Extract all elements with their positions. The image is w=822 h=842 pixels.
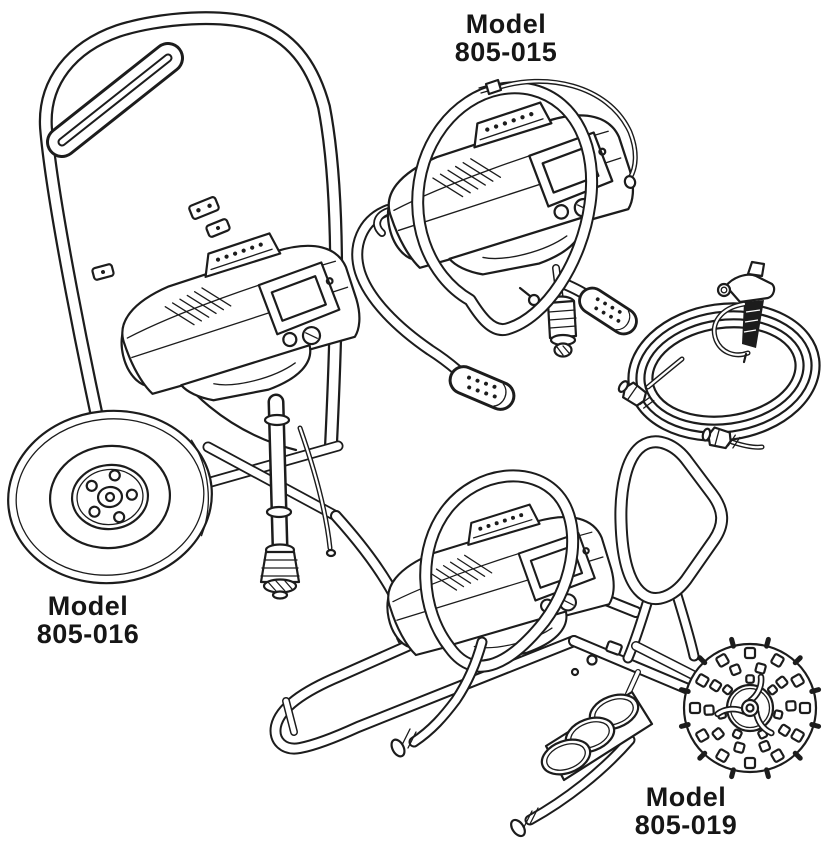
spray-gun-hose-figure <box>614 260 821 453</box>
label-model-805-019: Model 805-019 <box>566 783 806 839</box>
label-805-015-line1: Model <box>465 9 547 39</box>
sprayer-805-019-figure <box>269 435 822 838</box>
label-model-805-015: Model 805-015 <box>386 10 626 66</box>
label-805-016-line2: 805-016 <box>36 619 140 649</box>
sprayer-805-016-figure <box>7 11 422 648</box>
label-805-015-line2: 805-015 <box>454 37 558 67</box>
cup-tray <box>540 669 654 782</box>
label-805-016-line1: Model <box>47 591 129 621</box>
label-805-019-line1: Model <box>645 782 727 812</box>
label-model-805-016: Model 805-016 <box>0 592 208 648</box>
label-805-019-line2: 805-019 <box>634 810 738 840</box>
sprayer-805-015-figure <box>351 78 646 409</box>
knobby-wheel <box>678 636 822 780</box>
spray-gun <box>711 260 776 364</box>
